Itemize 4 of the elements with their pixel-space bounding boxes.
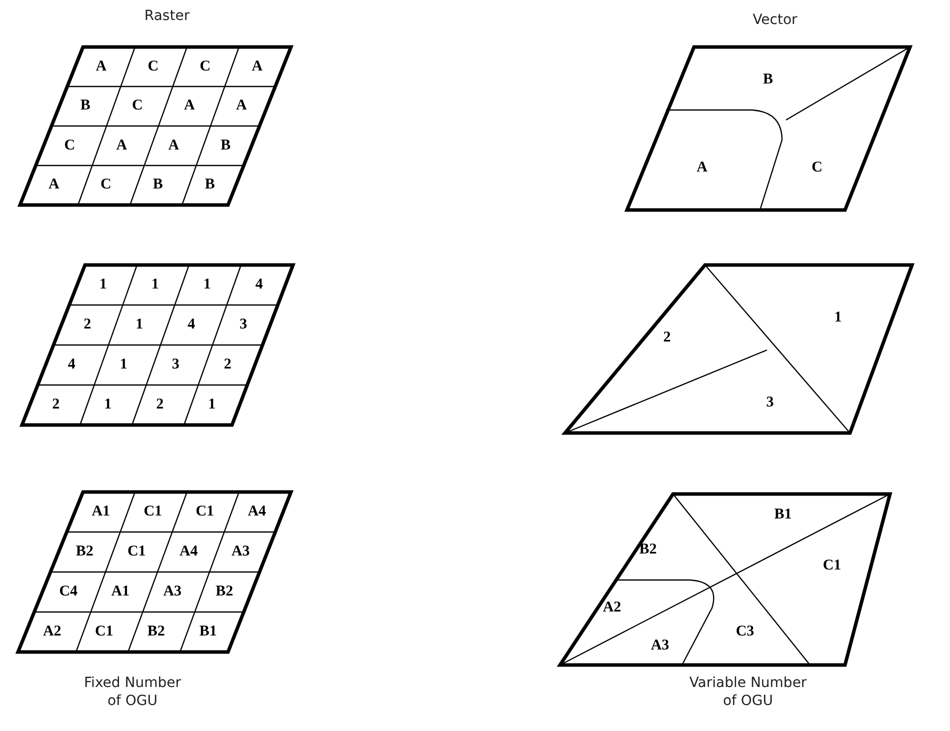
node-label: Fixed Number of OGU: [83, 675, 182, 710]
column-heading: Vector: [752, 12, 798, 30]
column-heading: Raster: [143, 8, 191, 26]
node-label: Variable Number of OGU: [688, 675, 808, 710]
